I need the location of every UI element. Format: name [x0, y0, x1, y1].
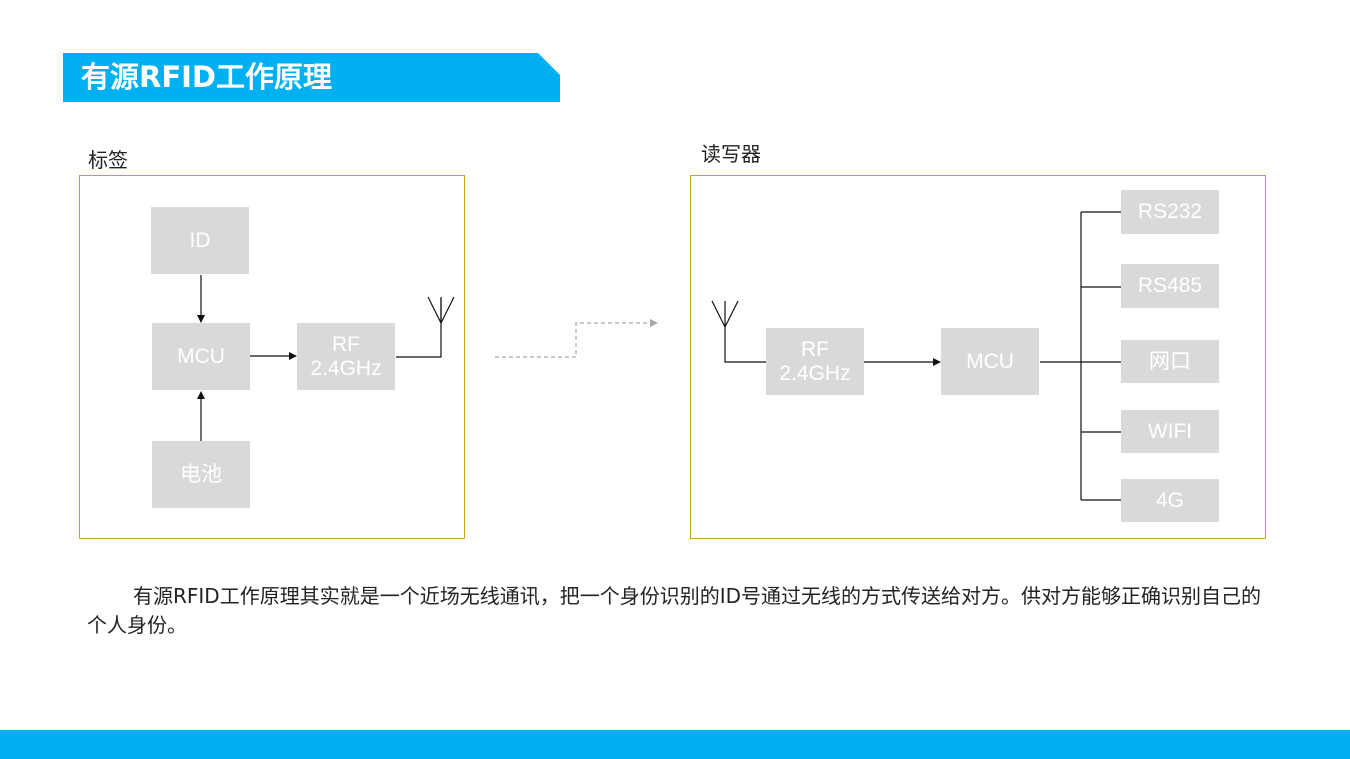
reader-rf-line1: RF	[801, 337, 829, 361]
tag-rf-line2: 2.4GHz	[310, 356, 382, 380]
tag-rf-block: RF 2.4GHz	[297, 323, 395, 390]
tag-antenna-feed	[396, 299, 442, 358]
reader-label: 读写器	[701, 142, 761, 166]
interface-label: RS232	[1137, 200, 1203, 223]
description-text: 有源RFID工作原理其实就是一个近场无线通讯，把一个身份识别的ID号通过无线的方…	[87, 584, 1261, 637]
antenna-icon	[711, 300, 739, 328]
reader-mcu-text: MCU	[966, 349, 1014, 373]
tag-battery-block: 电池	[152, 441, 250, 508]
tag-mcu-block: MCU	[152, 323, 250, 390]
tag-frame	[79, 175, 465, 539]
footer-bar	[0, 730, 1350, 759]
reader-antenna-feed	[724, 327, 766, 363]
interface-rs232-block: RS232	[1121, 190, 1219, 234]
tag-id-text: ID	[189, 228, 211, 252]
wireless-link-arrow	[495, 319, 658, 358]
interface-wifi-block: WIFI	[1121, 410, 1219, 453]
interface-label: WIFI	[1147, 419, 1193, 443]
page-title: 有源RFID工作原理	[81, 60, 333, 94]
interface-label: 网口	[1149, 349, 1191, 373]
interface-ethernet-block: 网口	[1121, 340, 1219, 383]
reader-mcu-block: MCU	[941, 328, 1039, 395]
tag-battery-text: 电池	[180, 462, 222, 486]
tag-rf-line1: RF	[332, 332, 360, 356]
title-banner: 有源RFID工作原理	[63, 53, 560, 102]
interface-4g-block: 4G	[1121, 479, 1219, 522]
tag-id-block: ID	[151, 207, 249, 274]
reader-frame	[690, 175, 1266, 539]
tag-label: 标签	[88, 148, 128, 172]
interface-label: RS485	[1137, 274, 1203, 297]
tag-mcu-text: MCU	[177, 344, 225, 368]
interface-label: 4G	[1155, 488, 1184, 512]
reader-rf-block: RF 2.4GHz	[766, 328, 864, 395]
interface-rs485-block: RS485	[1121, 264, 1219, 308]
antenna-icon	[427, 296, 455, 324]
reader-rf-line2: 2.4GHz	[779, 361, 851, 385]
